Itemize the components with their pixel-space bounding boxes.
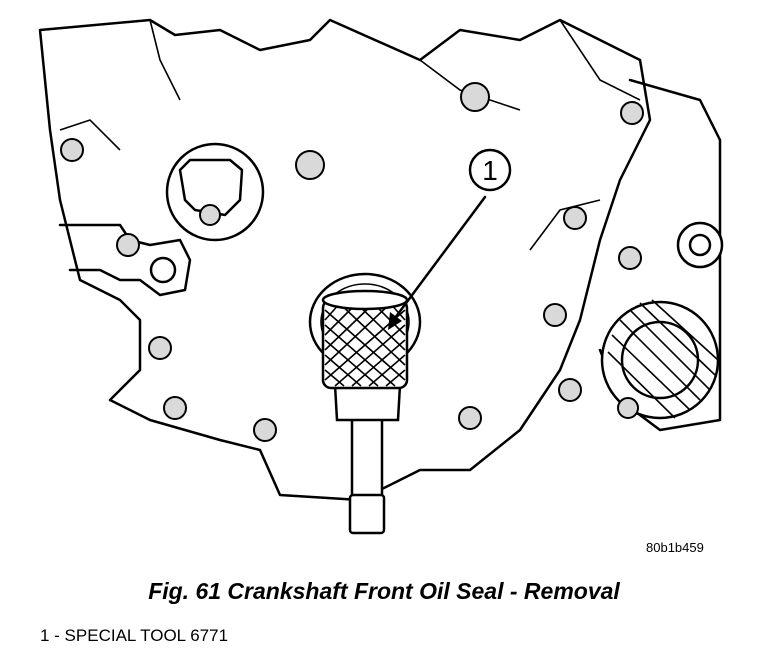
engine-front-cover xyxy=(38,18,652,502)
legend-item: 1 - SPECIAL TOOL 6771 xyxy=(40,626,229,645)
water-pump-housing xyxy=(598,78,724,432)
knurled-grip xyxy=(324,301,406,387)
figure-caption: Fig. 61 Crankshaft Front Oil Seal - Remo… xyxy=(148,578,620,604)
sensor-mount xyxy=(165,142,265,242)
callout-leader xyxy=(388,195,487,330)
cover-bolts xyxy=(60,82,644,442)
callout-1: 1 xyxy=(468,148,512,192)
figure-image-code: 80b1b459 xyxy=(646,540,704,555)
callout-number: 1 xyxy=(482,155,498,186)
special-tool-6771 xyxy=(321,289,409,535)
crankshaft-seal-removal-illustration: 1 xyxy=(38,18,724,535)
